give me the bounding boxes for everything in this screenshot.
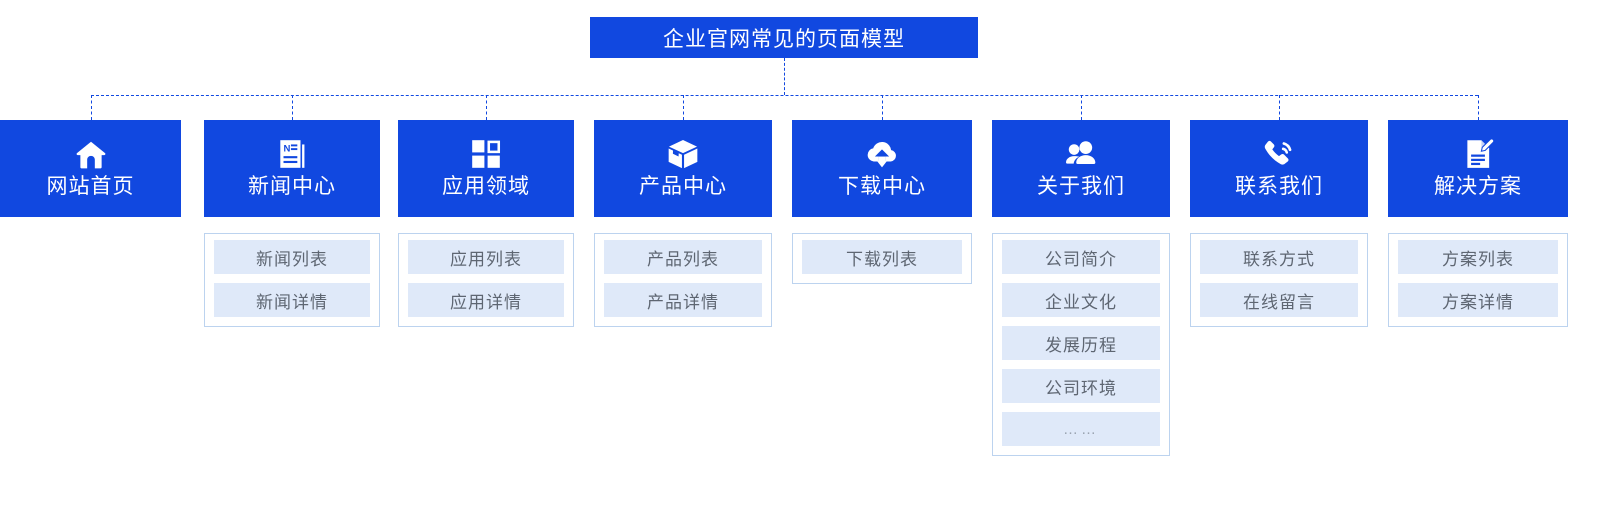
node-label: 下载中心 [838, 175, 926, 198]
connector-drop-5 [882, 95, 883, 120]
sub-item[interactable]: 方案详情 [1398, 283, 1558, 317]
node-label: 产品中心 [639, 175, 727, 198]
sub-item[interactable]: 联系方式 [1200, 240, 1358, 274]
sub-item[interactable]: 企业文化 [1002, 283, 1160, 317]
connector-drop-8 [1478, 95, 1479, 120]
connector-drop-6 [1081, 95, 1082, 120]
node-card-6[interactable]: 关于我们 [992, 120, 1170, 217]
node-column: 关于我们公司简介企业文化发展历程公司环境 …… [992, 120, 1170, 456]
node-label: 联系我们 [1235, 175, 1323, 198]
connector-drop-2 [292, 95, 293, 120]
node-card-1[interactable]: 网站首页 [0, 120, 181, 217]
sub-item[interactable]: 方案列表 [1398, 240, 1558, 274]
node-label: 解决方案 [1434, 175, 1522, 198]
connector-drop-1 [90, 95, 92, 120]
sub-list: 联系方式在线留言 [1190, 233, 1368, 327]
phone-ringing-icon [1262, 137, 1296, 171]
node-card-5[interactable]: 下载中心 [792, 120, 972, 217]
node-card-8[interactable]: 解决方案 [1388, 120, 1568, 217]
sub-item[interactable]: 在线留言 [1200, 283, 1358, 317]
node-column: 应用领域应用列表应用详情 [398, 120, 574, 327]
sub-item[interactable]: 应用详情 [408, 283, 564, 317]
sub-list: 新闻列表新闻详情 [204, 233, 380, 327]
connector-root-stem [784, 58, 785, 95]
sub-list: 方案列表方案详情 [1388, 233, 1568, 327]
home-icon [74, 137, 108, 171]
root-title-label: 企业官网常见的页面模型 [663, 27, 905, 51]
news-document-icon: N [275, 137, 309, 171]
connector-drop-7 [1279, 95, 1280, 120]
node-label: 应用领域 [442, 175, 530, 198]
node-column: 网站首页 [0, 120, 181, 233]
box-package-icon [666, 137, 700, 171]
sub-item[interactable]: 应用列表 [408, 240, 564, 274]
sub-list: 下载列表 [792, 233, 972, 284]
connector-drop-4 [683, 95, 684, 120]
sub-item[interactable]: 新闻详情 [214, 283, 370, 317]
node-column: 产品中心产品列表产品详情 [594, 120, 772, 327]
sub-item[interactable]: 产品详情 [604, 283, 762, 317]
diagram-root-title: 企业官网常见的页面模型 [590, 17, 978, 58]
node-card-2[interactable]: N 新闻中心 [204, 120, 380, 217]
node-label: 网站首页 [46, 175, 135, 198]
node-card-3[interactable]: 应用领域 [398, 120, 574, 217]
document-edit-icon [1461, 137, 1495, 171]
node-card-7[interactable]: 联系我们 [1190, 120, 1368, 217]
sub-item[interactable]: 公司环境 [1002, 369, 1160, 403]
node-label: 关于我们 [1037, 175, 1125, 198]
node-column: N 新闻中心新闻列表新闻详情 [204, 120, 380, 327]
connector-drop-3 [486, 95, 487, 120]
sub-item[interactable]: …… [1002, 412, 1160, 446]
grid-squares-icon [469, 137, 503, 171]
sub-item[interactable]: 新闻列表 [214, 240, 370, 274]
svg-text:N: N [284, 143, 291, 154]
sub-list: 公司简介企业文化发展历程公司环境 …… [992, 233, 1170, 456]
sub-item[interactable]: 下载列表 [802, 240, 962, 274]
cloud-download-icon [865, 137, 899, 171]
sub-item[interactable]: 发展历程 [1002, 326, 1160, 360]
sub-list: 产品列表产品详情 [594, 233, 772, 327]
node-card-4[interactable]: 产品中心 [594, 120, 772, 217]
sub-item[interactable]: 产品列表 [604, 240, 762, 274]
connector-horizontal-bus [90, 95, 1478, 96]
sub-list: 应用列表应用详情 [398, 233, 574, 327]
users-people-icon [1064, 137, 1098, 171]
sub-item[interactable]: 公司简介 [1002, 240, 1160, 274]
node-column: 下载中心下载列表 [792, 120, 972, 284]
node-column: 解决方案方案列表方案详情 [1388, 120, 1568, 327]
node-column: 联系我们联系方式在线留言 [1190, 120, 1368, 327]
node-label: 新闻中心 [248, 175, 336, 198]
